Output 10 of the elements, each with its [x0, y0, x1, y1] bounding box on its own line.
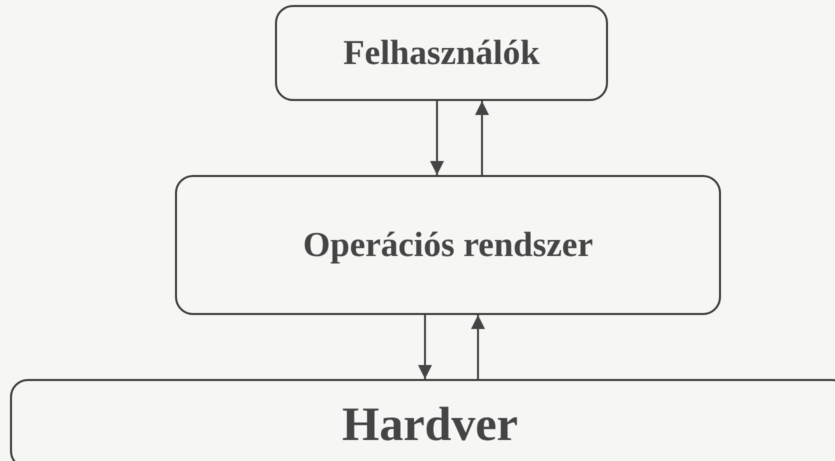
box-label: Hardver: [342, 396, 518, 452]
process-box: [10, 379, 835, 461]
box-label: Felhasználók: [343, 33, 540, 73]
arrow: [471, 315, 485, 379]
arrow: [418, 315, 432, 379]
arrow: [430, 101, 444, 175]
process-box: [175, 175, 721, 315]
arrow: [475, 101, 489, 175]
process-box: [275, 5, 608, 101]
box-label: Operációs rendszer: [303, 225, 593, 265]
